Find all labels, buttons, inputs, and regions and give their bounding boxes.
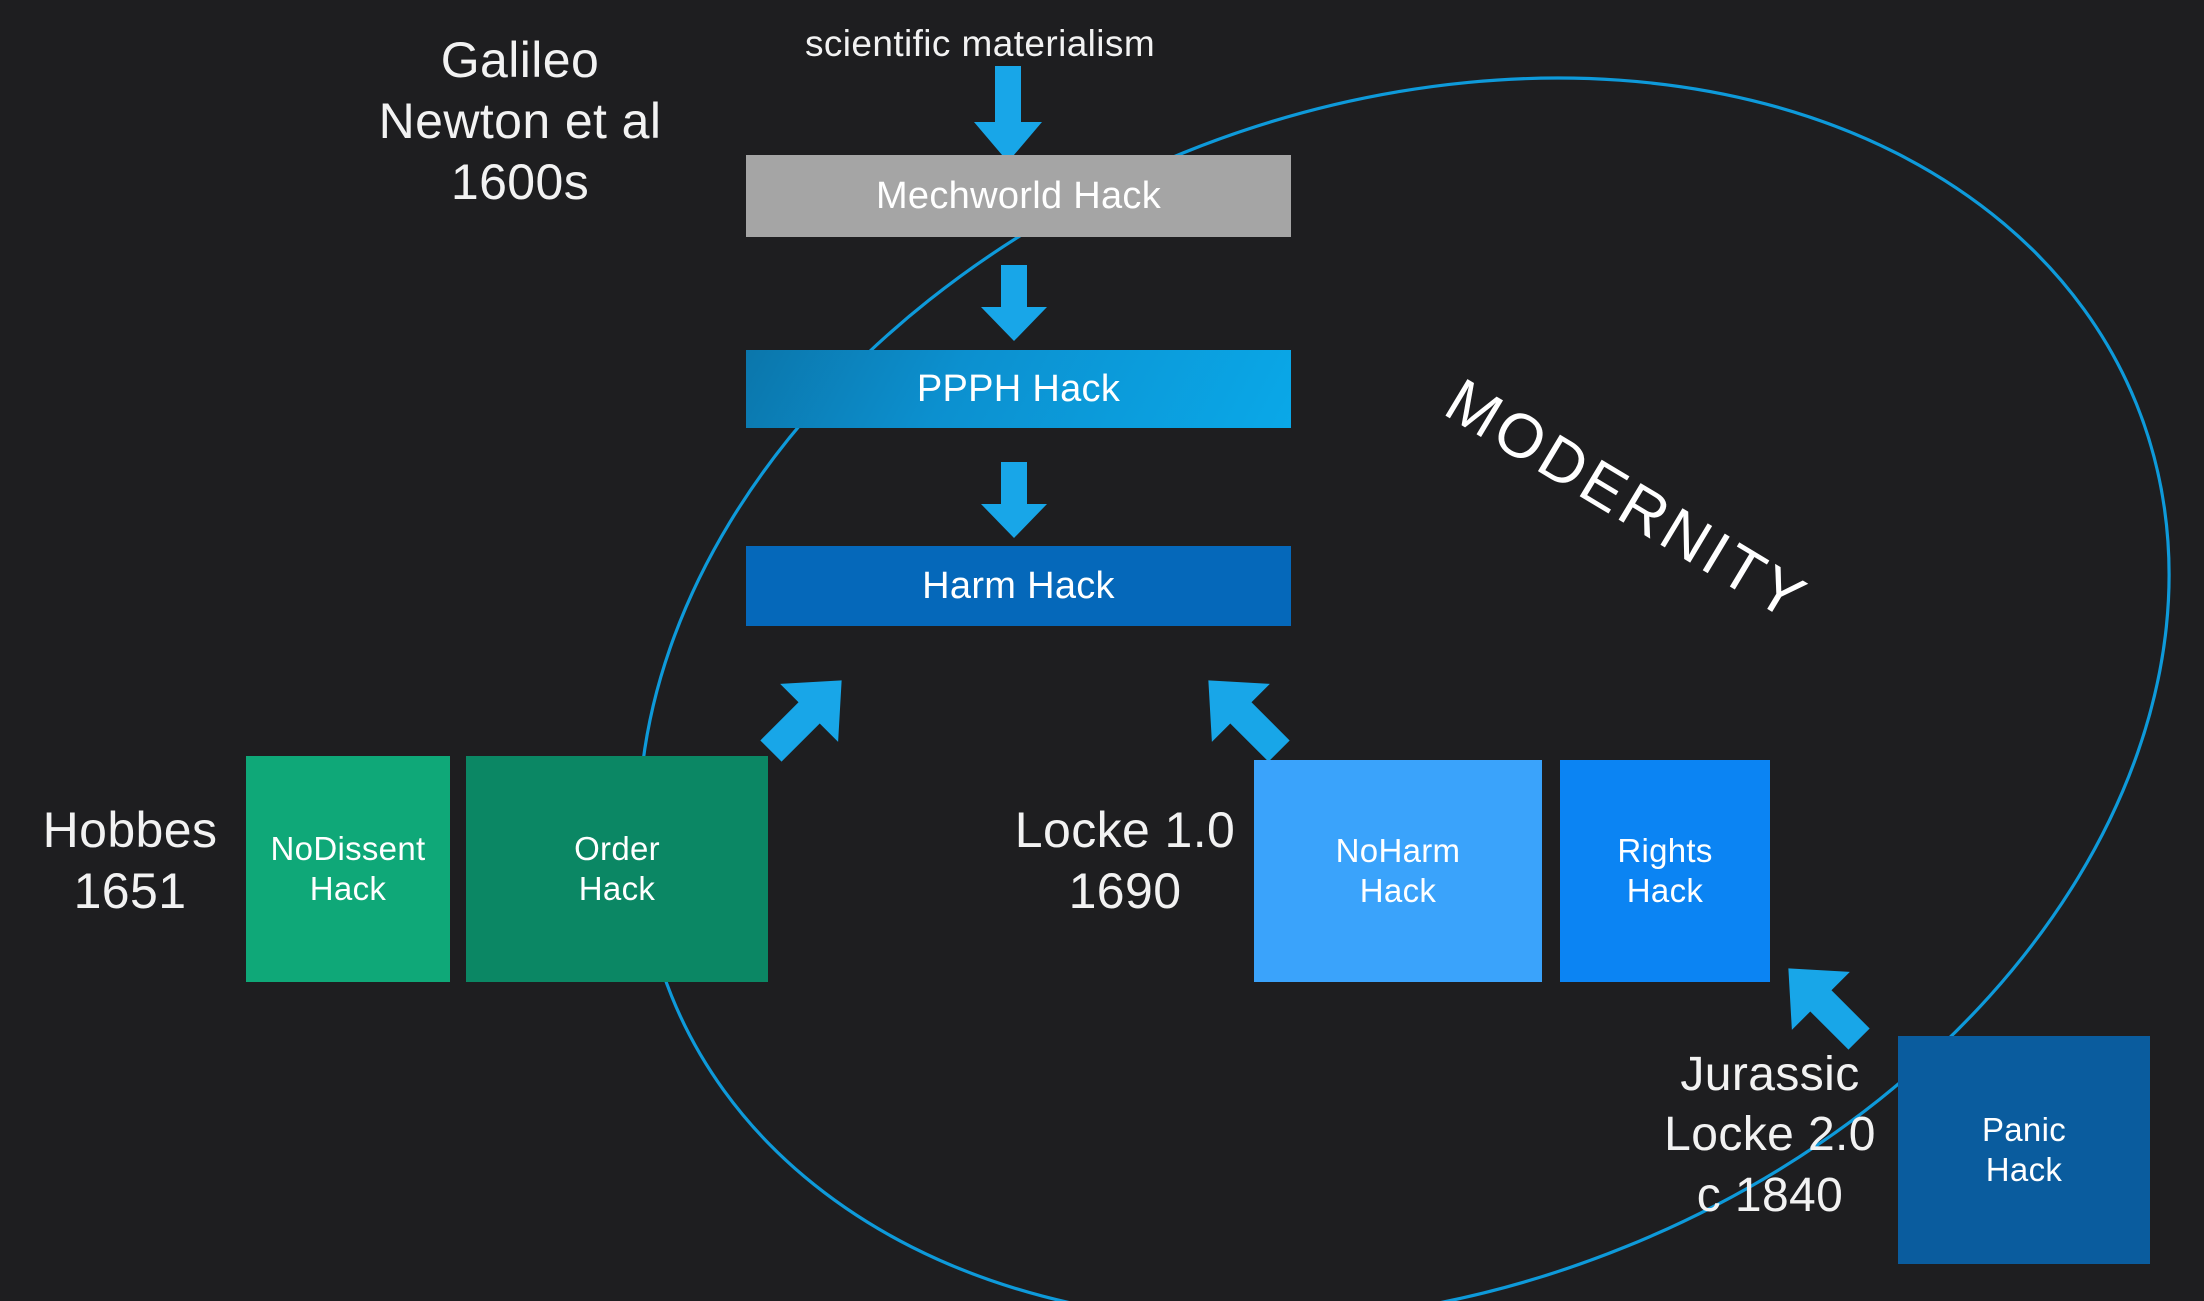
arrow-down-icon-mechworld-to-ppph bbox=[981, 265, 1047, 341]
node-mechworld-hack[interactable]: Mechworld Hack bbox=[746, 155, 1291, 237]
caption-hobbes: Hobbes 1651 bbox=[42, 802, 218, 919]
node-nodissent-hack[interactable]: NoDissent Hack bbox=[246, 756, 450, 982]
modernity-label: MODERNITY bbox=[1433, 365, 1820, 636]
caption-jurassic-locke-2: Jurassic Locke 2.0 c 1840 bbox=[1664, 1048, 1876, 1222]
node-rights-hack[interactable]: Rights Hack bbox=[1560, 760, 1770, 982]
node-harm-hack[interactable]: Harm Hack bbox=[746, 546, 1291, 626]
node-order-hack[interactable]: Order Hack bbox=[466, 756, 768, 982]
caption-locke-1: Locke 1.0 1690 bbox=[1014, 802, 1236, 919]
node-noharm-hack[interactable]: NoHarm Hack bbox=[1254, 760, 1542, 982]
arrow-down-icon-ppph-to-harm bbox=[981, 462, 1047, 538]
arrow-down-left-icon-harm-to-hobbes bbox=[760, 680, 842, 762]
node-panic-hack[interactable]: Panic Hack bbox=[1898, 1036, 2150, 1264]
caption-scientific-materialism: scientific materialism bbox=[804, 23, 1156, 64]
arrow-down-right-icon-harm-to-locke bbox=[1208, 680, 1290, 762]
caption-galileo-newton: Galileo Newton et al 1600s bbox=[378, 32, 662, 210]
arrow-down-icon-sci-to-mechworld bbox=[974, 66, 1042, 162]
arrow-down-right-icon-rights-to-panic bbox=[1788, 968, 1870, 1050]
node-ppph-hack[interactable]: PPPH Hack bbox=[746, 350, 1291, 428]
